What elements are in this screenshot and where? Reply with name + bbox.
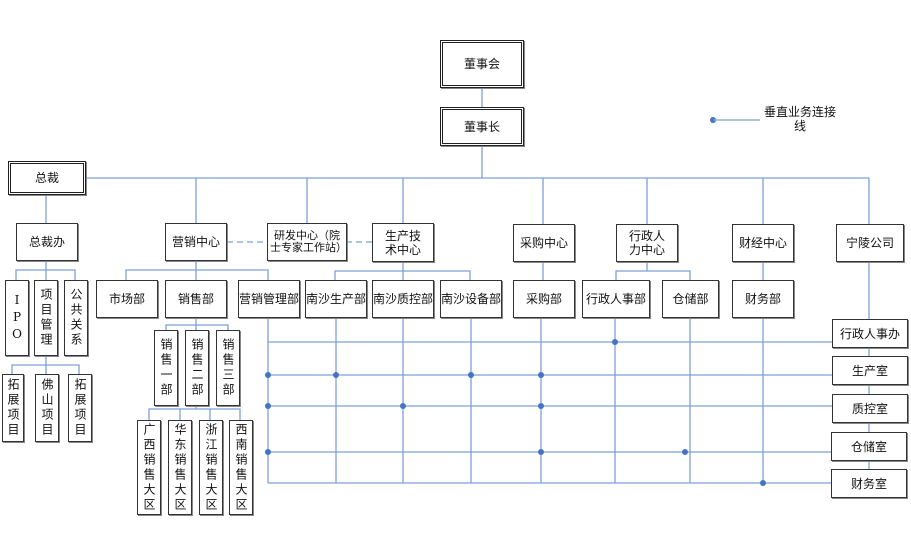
ningling-company-box: 宁陵公司 (836, 224, 904, 262)
sales-unit-box: 销售一部 (154, 330, 178, 406)
sales-region-box: 浙江销售大区 (199, 420, 223, 515)
rnd-center-box: 研发中心（院士专家工作站） (267, 223, 347, 261)
ningling-warehouse-room-box: 仓储室 (831, 432, 907, 461)
nansha-production-box: 南沙生产部 (305, 280, 367, 318)
sales-dept-box: 销售部 (165, 280, 227, 318)
sales-region-box: 广西销售大区 (137, 420, 161, 515)
admin-hr-dept-box: 行政人事部 (582, 280, 650, 318)
public-relations-box: 公共关系 (64, 280, 88, 356)
admin-hr-center-box: 行政人力中心 (616, 224, 678, 262)
finance-dept-box: 财务部 (732, 280, 794, 318)
market-dept-box: 市场部 (96, 280, 158, 318)
foshan-project-box: 佛山项目 (35, 374, 59, 442)
president-box: 总裁 (8, 161, 86, 195)
ipo-box: IPO (5, 280, 29, 356)
ningling-production-room-box: 生产室 (832, 356, 908, 385)
chairman-box: 董事长 (440, 107, 524, 146)
purchasing-dept-box: 采购部 (513, 280, 575, 318)
warehouse-dept-box: 仓储部 (662, 280, 719, 318)
board-box: 董事会 (440, 40, 524, 88)
president-office-box: 总裁办 (16, 223, 78, 261)
ningling-admin-office-box: 行政人事办 (832, 319, 908, 348)
ningling-qc-room-box: 质控室 (832, 394, 908, 423)
production-center-box: 生产技术中心 (372, 223, 434, 262)
sales-unit-box: 销售二部 (185, 330, 209, 406)
nansha-qc-box: 南沙质控部 (372, 280, 434, 318)
nansha-equipment-box: 南沙设备部 (440, 280, 502, 318)
sales-region-box: 西南销售大区 (229, 420, 253, 515)
finance-center-box: 财经中心 (732, 224, 794, 262)
expansion-project-box: 拓展项目 (2, 374, 24, 442)
ningling-finance-room-box: 财务室 (831, 469, 907, 498)
sales-region-box: 华东销售大区 (168, 420, 192, 515)
marketing-mgmt-dept-box: 营销管理部 (238, 280, 300, 318)
project-mgmt-box: 项目管理 (34, 280, 58, 356)
legend-label: 垂直业务连接线 (763, 105, 836, 133)
sales-unit-box: 销售三部 (216, 330, 240, 406)
marketing-center-box: 营销中心 (165, 223, 227, 261)
expansion-project-box: 拓展项目 (68, 374, 92, 442)
purchasing-center-box: 采购中心 (513, 224, 575, 262)
